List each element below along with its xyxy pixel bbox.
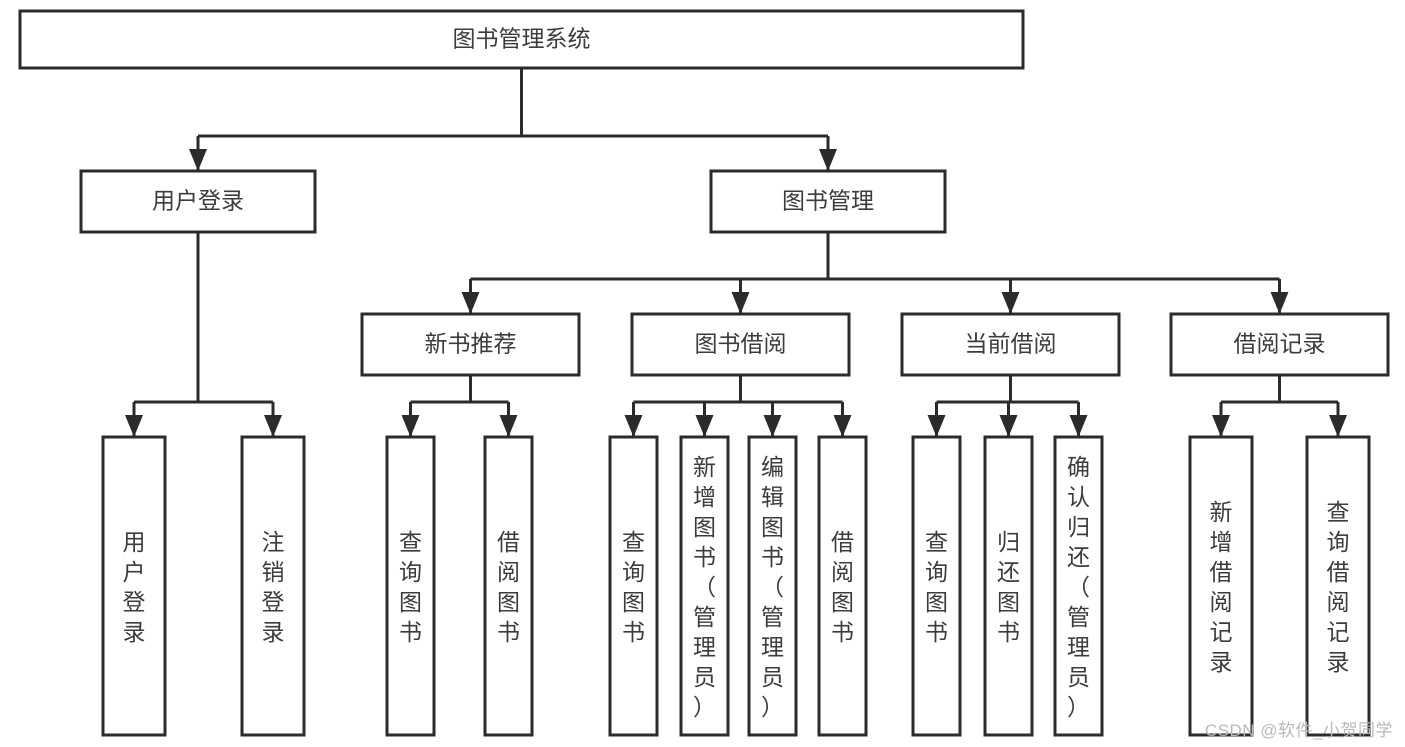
node-box — [360, 312, 581, 377]
node-box — [385, 435, 436, 737]
node-user-login[interactable]: 用户登录 — [79, 169, 317, 234]
node-book-manage[interactable]: 图书管理 — [709, 169, 947, 234]
node-box — [709, 169, 947, 234]
arrow-head-icon — [763, 415, 782, 437]
arrow-head-icon — [189, 149, 207, 171]
node-query-book-1[interactable]: 查询图书 — [385, 435, 436, 737]
node-user-login-do[interactable]: 用户登录 — [101, 435, 167, 737]
arrow-head-icon — [1069, 415, 1088, 437]
node-label: 查询图书 — [622, 529, 645, 645]
arrow-head-icon — [499, 415, 518, 437]
node-label: 查询图书 — [399, 529, 422, 645]
node-box — [483, 435, 534, 737]
arrow-head-icon — [401, 415, 420, 437]
node-label: 编辑图书（管理员） — [761, 454, 784, 720]
node-label: 确认归还（管理员） — [1067, 454, 1090, 720]
node-query-book-3[interactable]: 查询图书 — [911, 435, 962, 737]
node-box — [747, 435, 798, 737]
arrow-head-icon — [999, 415, 1018, 437]
node-box — [1188, 435, 1254, 737]
edge-layer — [125, 68, 1347, 437]
node-label: 图书管理 — [782, 188, 874, 214]
node-label: 借阅图书 — [497, 529, 520, 645]
arrow-head-icon — [1212, 415, 1230, 437]
node-box — [18, 9, 1025, 70]
node-label: 用户登录 — [152, 188, 244, 214]
node-label: 查询借阅记录 — [1327, 499, 1350, 675]
node-borrow-book-1[interactable]: 借阅图书 — [483, 435, 534, 737]
node-box — [817, 435, 868, 737]
arrow-head-icon — [695, 415, 714, 437]
node-add-borrow-record[interactable]: 新增借阅记录 — [1188, 435, 1254, 737]
node-label: 用户登录 — [123, 529, 146, 645]
node-label: 查询图书 — [925, 529, 948, 645]
node-box — [1053, 435, 1104, 737]
arrow-head-icon — [1329, 415, 1347, 437]
arrow-head-icon — [927, 415, 946, 437]
arrow-head-icon — [819, 149, 837, 171]
node-box — [1169, 312, 1390, 377]
node-current-borrow[interactable]: 当前借阅 — [900, 312, 1121, 377]
arrow-head-icon — [264, 415, 282, 437]
node-box — [1305, 435, 1371, 737]
node-user-logout[interactable]: 注销登录 — [240, 435, 306, 737]
node-borrow-book-2[interactable]: 借阅图书 — [817, 435, 868, 737]
node-label: 归还图书 — [997, 529, 1020, 645]
node-label: 新增图书（管理员） — [693, 454, 716, 720]
node-return-book[interactable]: 归还图书 — [983, 435, 1034, 737]
node-label: 图书借阅 — [695, 331, 787, 357]
node-box — [240, 435, 306, 737]
arrow-head-icon — [1270, 292, 1289, 314]
node-box — [101, 435, 167, 737]
node-new-book-rec[interactable]: 新书推荐 — [360, 312, 581, 377]
node-label: 图书管理系统 — [453, 26, 591, 52]
node-add-book[interactable]: 新增图书（管理员） — [679, 435, 730, 737]
node-label: 借阅记录 — [1234, 331, 1326, 357]
node-confirm-return[interactable]: 确认归还（管理员） — [1053, 435, 1104, 737]
node-box — [630, 312, 851, 377]
node-label: 当前借阅 — [965, 331, 1057, 357]
arrow-head-icon — [833, 415, 852, 437]
node-box — [911, 435, 962, 737]
node-label: 新书推荐 — [425, 331, 517, 357]
node-borrow-record[interactable]: 借阅记录 — [1169, 312, 1390, 377]
node-book-borrow[interactable]: 图书借阅 — [630, 312, 851, 377]
arrow-head-icon — [461, 292, 480, 314]
watermark-text: CSDN @软件_小贺同学 — [1204, 721, 1393, 740]
node-label: 新增借阅记录 — [1210, 499, 1233, 675]
node-query-book-2[interactable]: 查询图书 — [608, 435, 659, 737]
node-box — [983, 435, 1034, 737]
node-query-borrow-record[interactable]: 查询借阅记录 — [1305, 435, 1371, 737]
arrow-head-icon — [125, 415, 143, 437]
node-edit-book[interactable]: 编辑图书（管理员） — [747, 435, 798, 737]
node-box — [900, 312, 1121, 377]
node-box — [79, 169, 317, 234]
node-box — [679, 435, 730, 737]
node-label: 借阅图书 — [831, 529, 854, 645]
arrow-head-icon — [1001, 292, 1020, 314]
arrow-head-icon — [731, 292, 750, 314]
node-root[interactable]: 图书管理系统 — [18, 9, 1025, 70]
node-box — [608, 435, 659, 737]
node-layer: 图书管理系统用户登录用户登录注销登录图书管理新书推荐查询图书借阅图书图书借阅查询… — [18, 9, 1390, 737]
node-label: 注销登录 — [262, 529, 285, 645]
arrow-head-icon — [624, 415, 643, 437]
